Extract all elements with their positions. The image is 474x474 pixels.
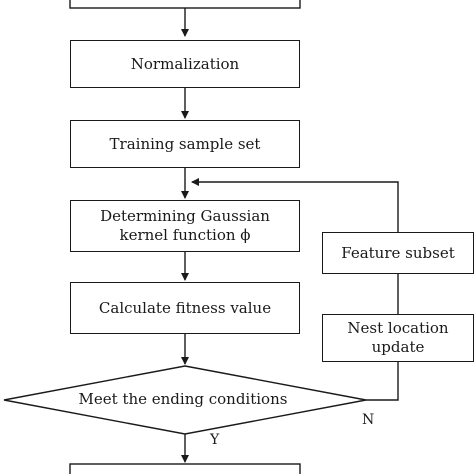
node-feature-label: Feature subset xyxy=(341,243,455,262)
edge-label-no: N xyxy=(362,412,375,428)
node-normalization: Normalization xyxy=(70,40,300,88)
node-nest-label-line1: Nest location xyxy=(347,319,449,337)
node-fitness-label: Calculate fitness value xyxy=(98,298,272,317)
node-training-label: Training sample set xyxy=(109,134,261,153)
node-calculate-fitness: Calculate fitness value xyxy=(70,282,300,334)
bottom-cropped-box xyxy=(69,463,301,474)
node-nest-label-line2: update xyxy=(371,338,425,356)
node-feature-subset: Feature subset xyxy=(322,232,474,274)
node-normalization-label: Normalization xyxy=(130,54,240,73)
node-nest-location-update: Nest location update xyxy=(322,314,474,362)
node-gaussian-label-line2: kernel function ϕ xyxy=(119,226,251,244)
arrow-feature-to-loop xyxy=(191,178,399,232)
top-cropped-box xyxy=(69,0,301,9)
node-training-sample-set: Training sample set xyxy=(70,120,300,168)
node-gaussian-label-line1: Determining Gaussian xyxy=(100,207,270,225)
edge-label-yes: Y xyxy=(210,432,220,448)
line-no-to-nest xyxy=(366,362,399,401)
node-gaussian-kernel: Determining Gaussian kernel function ϕ xyxy=(70,200,300,252)
condition-label: Meet the ending conditions xyxy=(78,390,288,408)
